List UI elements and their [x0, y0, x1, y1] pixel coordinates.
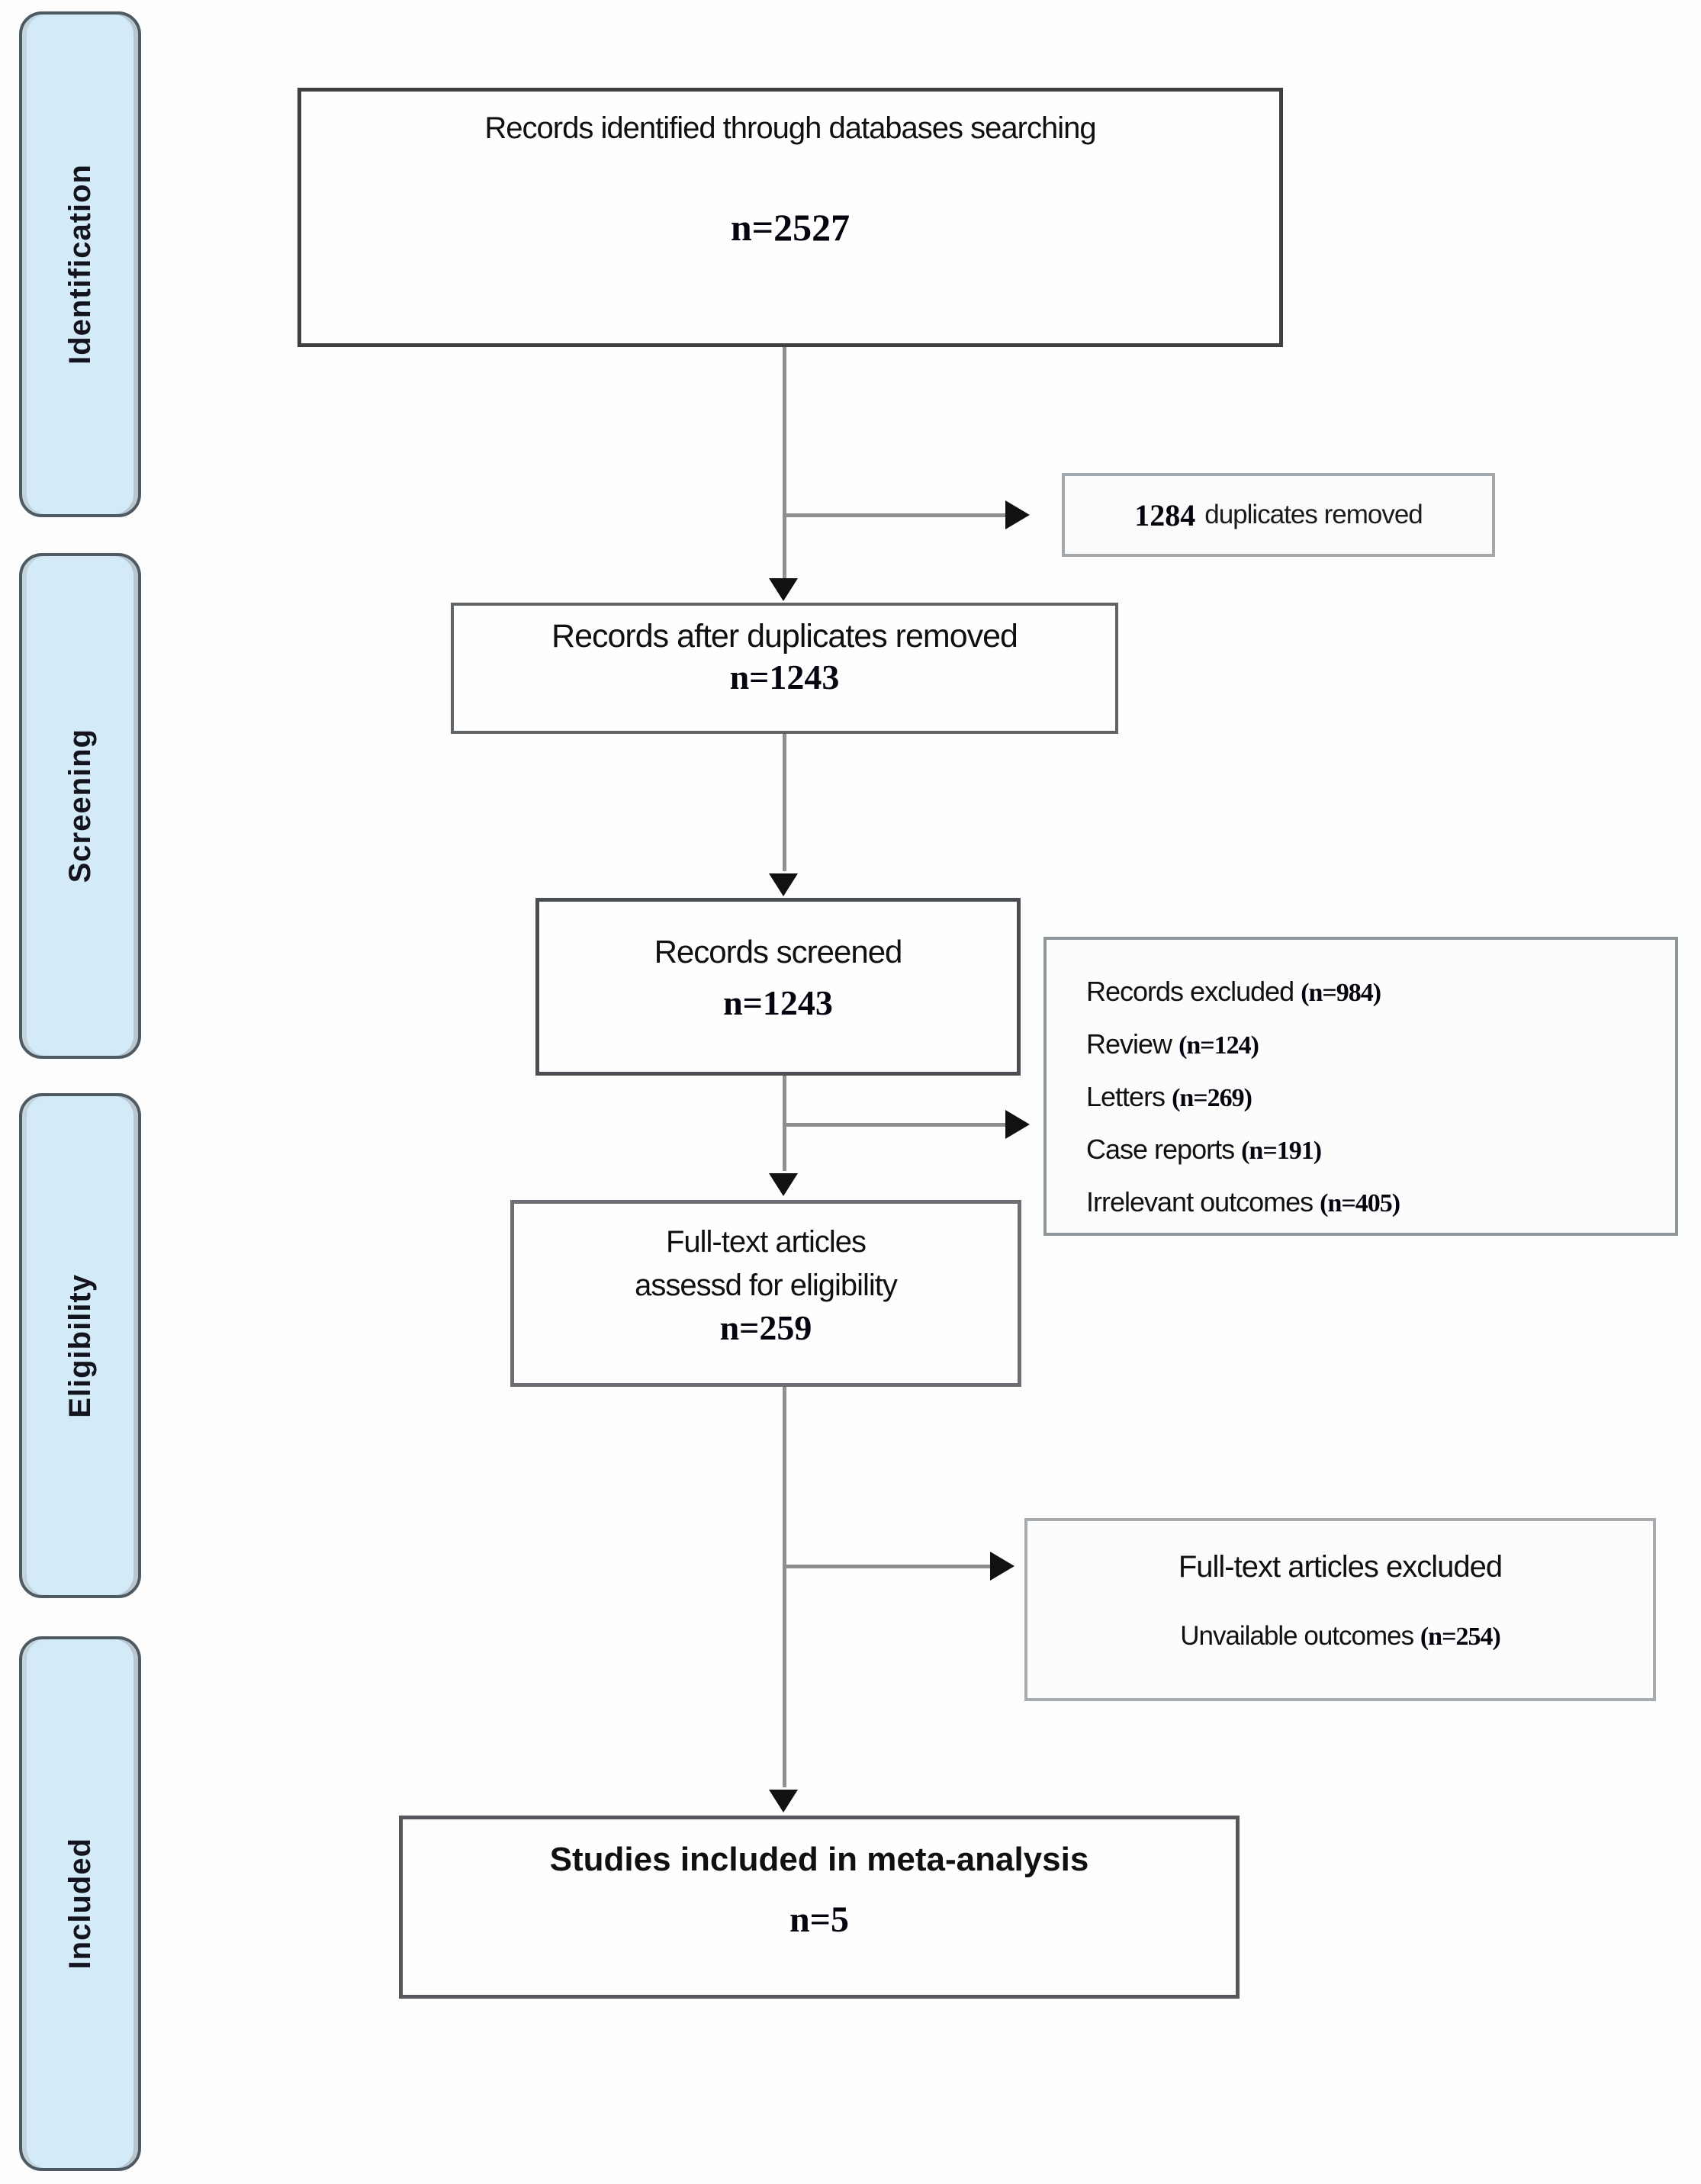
studies-included-count: n=5: [789, 1899, 850, 1940]
records-screened-title: Records screened: [654, 934, 903, 970]
connector-identified-to-after-dup: [783, 347, 786, 584]
arrow-down-icon: [769, 873, 798, 896]
studies-included-box: Studies included in meta-analysis n=5: [399, 1816, 1240, 1999]
records-excluded-line: Review (n=124): [1086, 1028, 1259, 1060]
arrow-right-icon: [1005, 500, 1030, 529]
fulltext-excluded-reason: Unvailable outcomes (n=254): [1180, 1621, 1501, 1651]
duplicates-removed-box: 1284 duplicates removed: [1062, 473, 1495, 557]
stage-identification: Identification: [19, 11, 141, 517]
connector-branch-fulltext-excluded: [784, 1565, 990, 1568]
records-screened-box: Records screened n=1243: [535, 898, 1021, 1076]
connector-branch-records-excluded: [784, 1123, 1005, 1127]
arrow-down-icon: [769, 1790, 798, 1812]
duplicates-removed-label: duplicates removed: [1204, 500, 1423, 529]
fulltext-assessed-box: Full-text articles assessd for eligibili…: [510, 1200, 1021, 1387]
records-after-duplicates-title: Records after duplicates removed: [551, 618, 1018, 655]
records-excluded-box: Records excluded (n=984) Review (n=124) …: [1043, 937, 1678, 1236]
fulltext-assessed-count: n=259: [719, 1308, 812, 1347]
arrow-right-icon: [990, 1552, 1014, 1581]
fulltext-excluded-box: Full-text articles excluded Unvailable o…: [1024, 1518, 1656, 1701]
stage-eligibility-label: Eligibility: [63, 1273, 97, 1418]
records-identified-count: n=2527: [730, 206, 850, 249]
records-after-duplicates-count: n=1243: [729, 658, 840, 696]
arrow-down-icon: [769, 1173, 798, 1196]
duplicates-removed-count: 1284: [1134, 497, 1196, 532]
records-excluded-line: Case reports (n=191): [1086, 1134, 1322, 1165]
stage-included-label: Included: [63, 1838, 97, 1970]
records-after-duplicates-box: Records after duplicates removed n=1243: [451, 603, 1118, 734]
stage-identification-label: Identification: [63, 164, 97, 365]
fulltext-assessed-title-line2: assessd for eligibility: [635, 1269, 898, 1302]
stage-eligibility: Eligibility: [19, 1093, 141, 1598]
connector-after-dup-to-screened: [783, 734, 786, 871]
records-identified-title: Records identified through databases sea…: [484, 111, 1096, 145]
fulltext-assessed-title-line1: Full-text articles: [665, 1225, 867, 1259]
arrow-right-icon: [1005, 1110, 1030, 1139]
stage-screening: Screening: [19, 553, 141, 1059]
studies-included-title: Studies included in meta-analysis: [549, 1841, 1089, 1878]
connector-branch-duplicates: [784, 513, 1005, 517]
fulltext-excluded-title: Full-text articles excluded: [1178, 1550, 1503, 1584]
arrow-down-icon: [769, 578, 798, 601]
stage-included: Included: [19, 1636, 141, 2171]
records-identified-box: Records identified through databases sea…: [297, 88, 1283, 347]
records-excluded-line: Records excluded (n=984): [1086, 976, 1381, 1007]
stage-screening-label: Screening: [63, 729, 97, 883]
records-screened-count: n=1243: [723, 983, 833, 1022]
records-excluded-line: Letters (n=269): [1086, 1081, 1252, 1112]
connector-fulltext-to-included: [783, 1387, 786, 1787]
records-excluded-line: Irrelevant outcomes (n=405): [1086, 1186, 1400, 1217]
